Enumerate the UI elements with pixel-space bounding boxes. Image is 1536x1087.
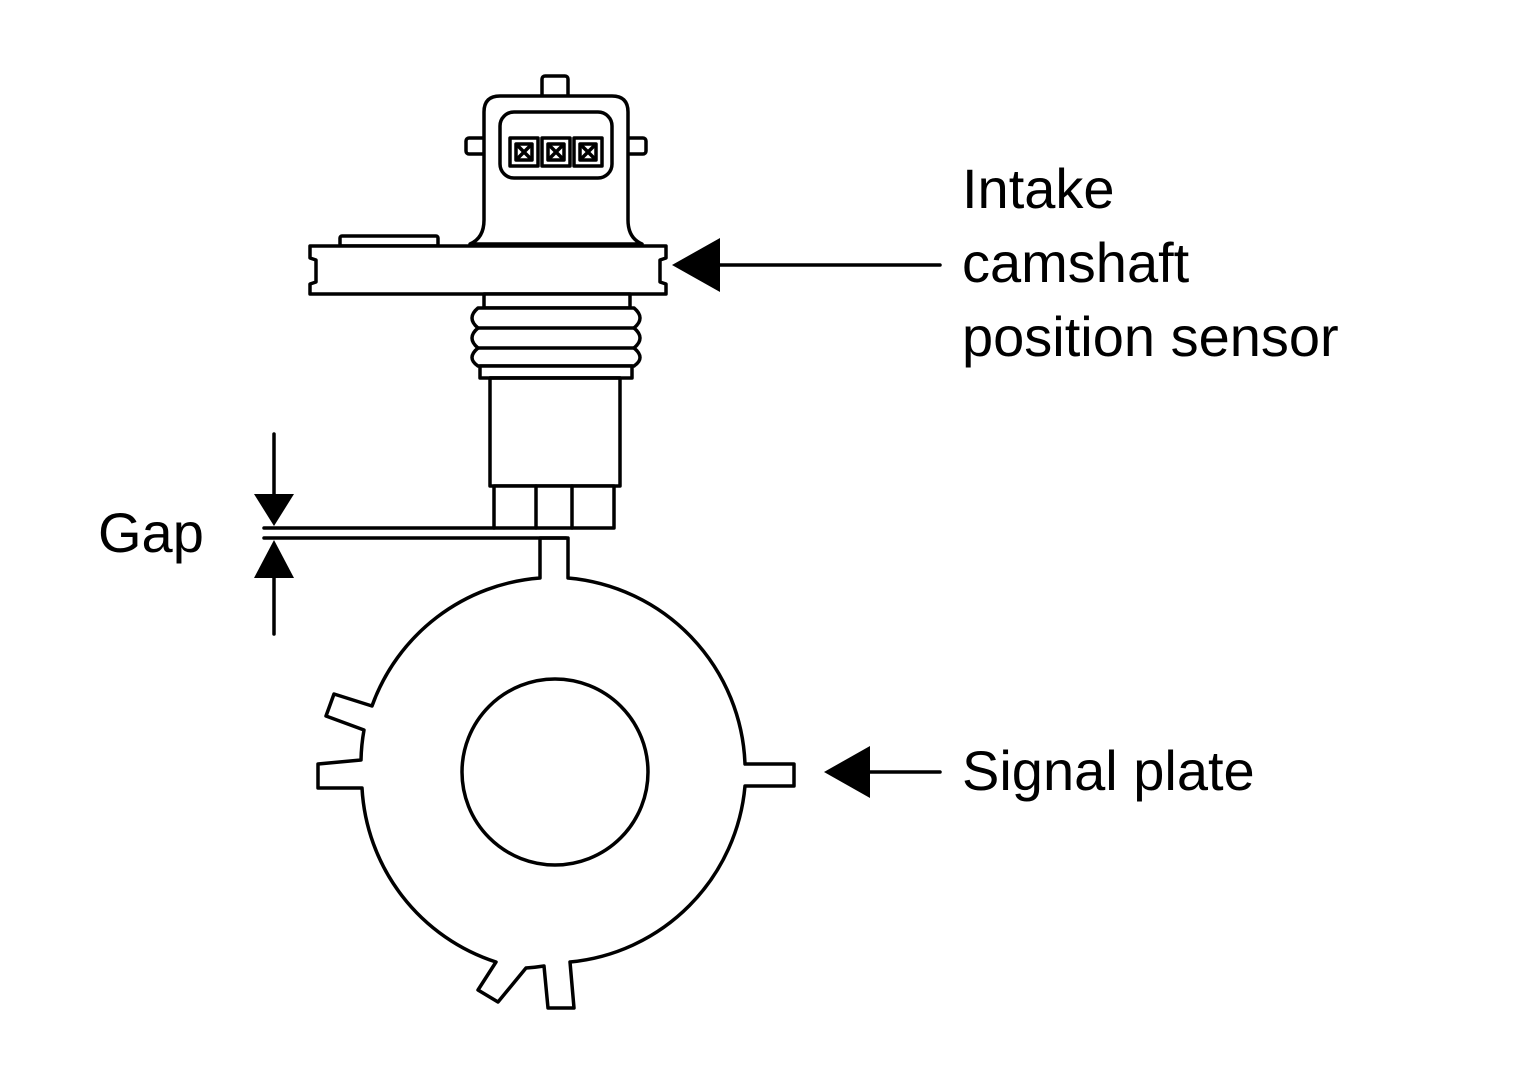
flange-neck	[482, 292, 632, 310]
gap-upper-arrowhead	[254, 494, 294, 526]
camshaft-position-sensor	[308, 74, 668, 530]
connector-pins	[508, 136, 604, 168]
sensor-label-line-1: Intake	[962, 157, 1115, 220]
sensor-callout-arrow	[672, 238, 942, 292]
connector-housing	[468, 94, 644, 246]
sensor-label-line-2: camshaft	[962, 231, 1190, 294]
signal-plate	[316, 536, 796, 1010]
sensor-barrel	[488, 376, 622, 488]
signal-plate-callout-arrow	[824, 746, 942, 798]
sensor-tip	[492, 484, 616, 530]
signal-plate-label: Signal plate	[962, 739, 1255, 802]
gap-dimension	[254, 432, 568, 636]
gap-lower-arrowhead	[254, 540, 294, 578]
signal-plate-hub-hole	[460, 677, 650, 867]
sensor-label: Intake camshaft position sensor	[962, 152, 1339, 374]
barrel-collar	[478, 364, 634, 380]
sensor-label-line-3: position sensor	[962, 305, 1339, 368]
gap-label: Gap	[98, 501, 204, 564]
mounting-flange	[308, 244, 668, 296]
o-ring-seal	[470, 306, 642, 368]
connector-socket	[498, 110, 614, 180]
